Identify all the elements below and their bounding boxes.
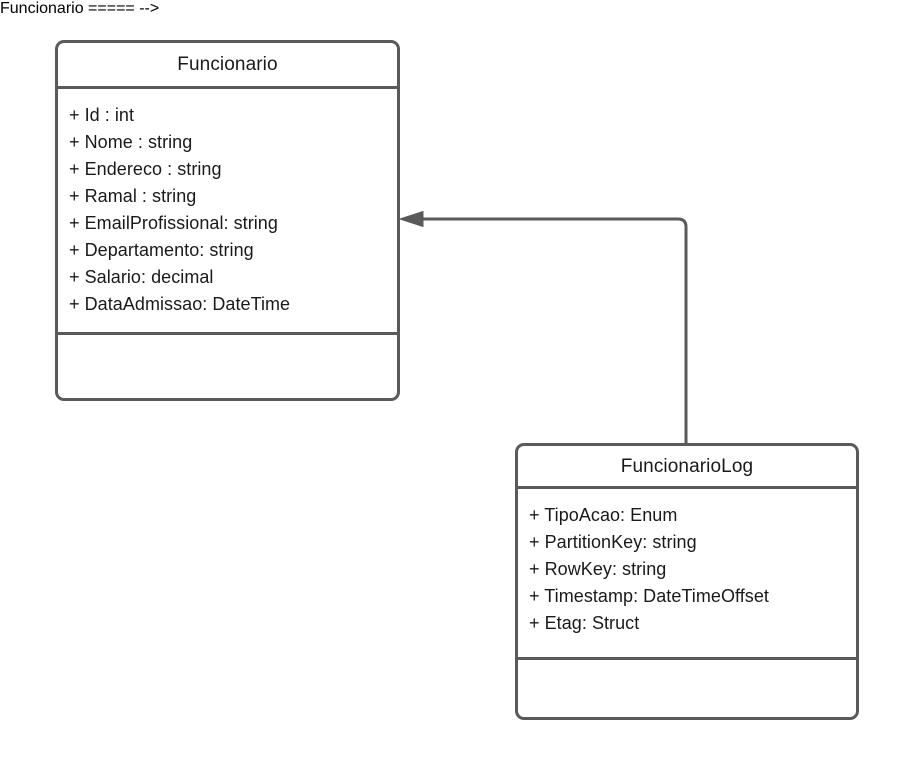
uml-attribute: + EmailProfissional: string: [69, 213, 278, 233]
uml-attribute: + Timestamp: DateTimeOffset: [529, 586, 769, 606]
uml-attribute: + Etag: Struct: [529, 613, 640, 633]
arrowhead-icon: [399, 211, 424, 227]
uml-class-title: FuncionarioLog: [518, 446, 856, 489]
uml-class-funcionariolog[interactable]: FuncionarioLog + TipoAcao: Enum + Partit…: [515, 443, 859, 720]
uml-attributes-compartment: + TipoAcao: Enum + PartitionKey: string …: [518, 489, 856, 660]
uml-methods-compartment: [58, 335, 397, 398]
uml-attribute: + Salario: decimal: [69, 267, 214, 287]
uml-attribute: + Departamento: string: [69, 240, 254, 260]
uml-attribute: + Endereco : string: [69, 159, 222, 179]
uml-attribute: + PartitionKey: string: [529, 532, 697, 552]
uml-attribute: + Ramal : string: [69, 186, 197, 206]
uml-class-funcionario[interactable]: Funcionario + Id : int + Nome : string +…: [55, 40, 400, 401]
uml-attributes-compartment: + Id : int + Nome : string + Endereco : …: [58, 89, 397, 335]
association-line: [422, 217, 688, 443]
uml-attribute: + Id : int: [69, 105, 135, 125]
uml-attribute: + RowKey: string: [529, 559, 667, 579]
uml-methods-compartment: [518, 660, 856, 717]
uml-class-title: Funcionario: [58, 43, 397, 89]
uml-attribute: + DataAdmissao: DateTime: [69, 294, 291, 314]
uml-attribute: + Nome : string: [69, 132, 193, 152]
uml-attribute: + TipoAcao: Enum: [529, 505, 678, 525]
